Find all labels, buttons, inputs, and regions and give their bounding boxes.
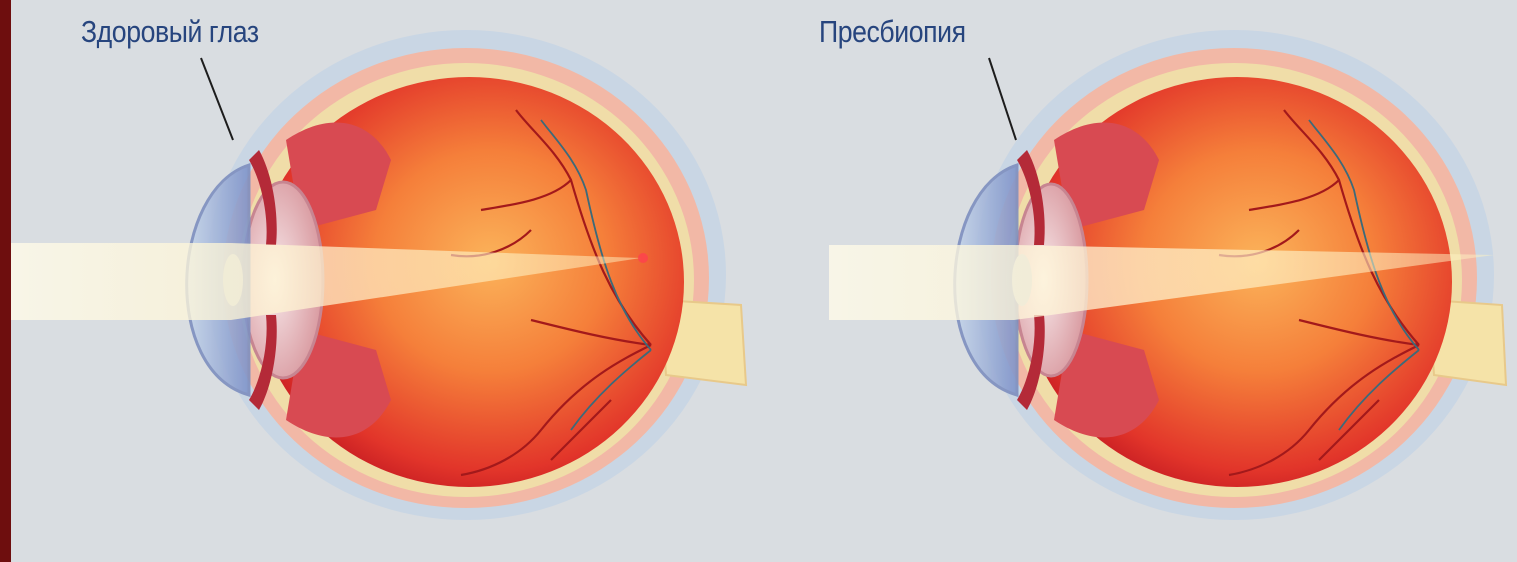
healthy-eye-diagram bbox=[11, 0, 764, 562]
presbyopia-eye-panel: Пресбиопия bbox=[764, 0, 1517, 562]
healthy-eye-panel: Здоровый глаз bbox=[11, 0, 764, 562]
presbyopia-eye-diagram bbox=[764, 0, 1517, 562]
focal-point bbox=[638, 253, 648, 263]
label-pointer-line bbox=[201, 58, 233, 140]
left-border bbox=[0, 0, 11, 562]
label-pointer-line bbox=[989, 58, 1016, 140]
presbyopia-label: Пресбиопия bbox=[819, 14, 966, 50]
healthy-eye-label: Здоровый глаз bbox=[81, 14, 259, 50]
